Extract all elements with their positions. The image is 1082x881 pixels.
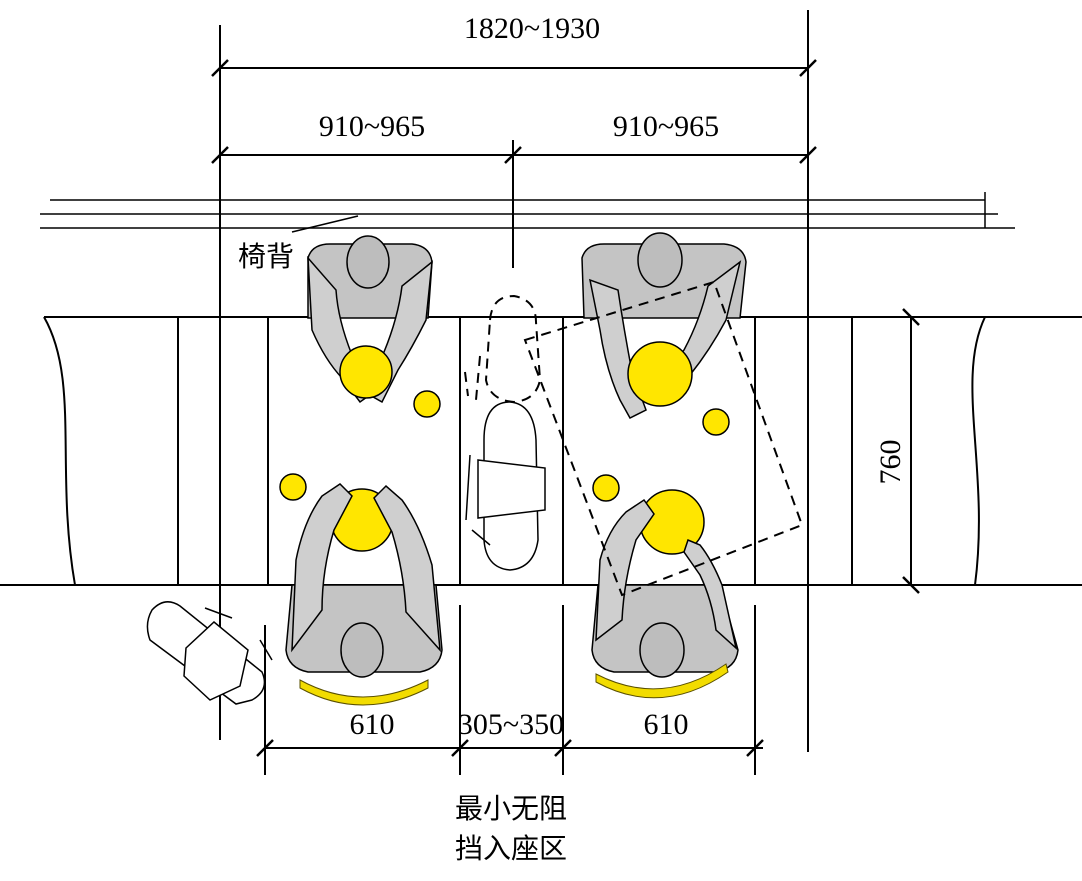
rotated-chair-dashed [523,280,804,597]
diner-head [639,622,685,678]
chair-back-leader [291,215,359,233]
ghost-person-dashed [484,294,542,404]
diner-arm-left [291,483,353,653]
table-depth-dimension: 760 [874,308,920,594]
dashed-chair-outline [523,280,804,597]
passing-person-head [183,621,249,701]
side-plate [702,408,730,436]
diner-top-right [581,232,747,436]
half-left-label: 910~965 [319,110,425,143]
total-width-label: 1820~1930 [464,12,600,45]
chair-back-arc [595,663,729,699]
half-right-label: 910~965 [613,110,719,143]
diner-head [346,235,390,289]
ghost-arm-dashed [464,355,481,401]
dim-tick [451,739,469,757]
walking-person-arms [465,454,491,546]
bottom-dimensions: 610 305~350 610 最小无阻 挡入座区 [256,605,764,865]
side-plate [279,473,307,501]
table-band [0,316,1082,586]
half-width-dimensions: 910~965 910~965 [211,110,817,164]
diner-head [637,232,683,288]
dim-tick [902,576,920,594]
dim-tick [746,739,764,757]
break-line-left [43,316,76,586]
dim-tick [554,739,572,757]
chair-back-arc [299,679,429,706]
diner-arm-left [595,498,655,642]
chair-back-label: 椅背 [238,241,294,273]
seat-right-label: 610 [644,708,689,741]
diner-arm-right [683,538,738,651]
entering-person [464,294,546,571]
dim-tick [902,308,920,326]
passing-person [146,601,273,705]
extension-lines [219,10,809,752]
wall-lines: 椅背 [40,192,1015,273]
seat-left-label: 610 [350,708,395,741]
dim-tick [256,739,274,757]
diner-head [340,622,384,678]
break-line-right [971,316,986,586]
side-plate [413,390,441,418]
gap-label: 305~350 [458,708,564,741]
plate [339,345,393,399]
total-width-dimension: 1820~1930 [211,12,817,77]
zone-label-line2: 挡入座区 [455,833,567,865]
walking-person-shoulders [477,459,546,519]
diner-top-left [307,235,441,418]
side-plate [592,474,620,502]
table-depth-label: 760 [874,440,907,485]
zone-label-line1: 最小无阻 [455,794,567,825]
diner-bottom-right [591,474,739,699]
diner-bottom-left [279,473,443,706]
diner-arm-right [373,484,441,653]
plate [627,341,693,407]
